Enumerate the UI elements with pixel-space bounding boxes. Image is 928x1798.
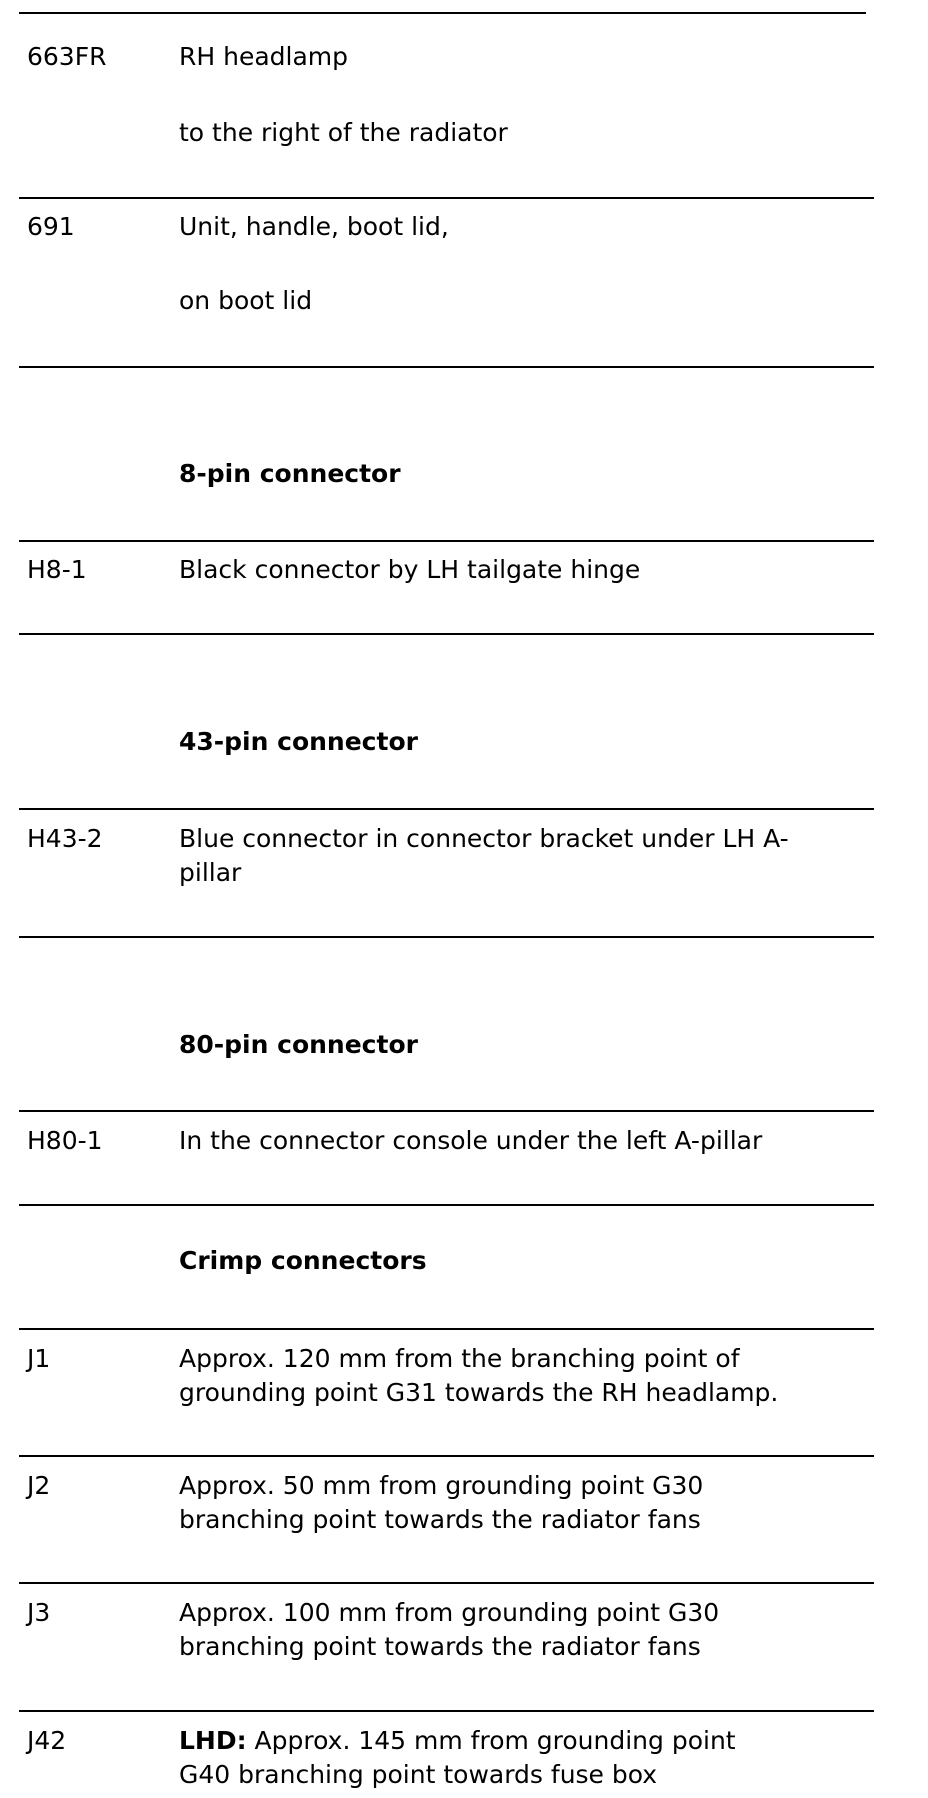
component-code: 663FR xyxy=(27,42,107,71)
table-rule xyxy=(19,1328,874,1330)
component-code: J3 xyxy=(27,1598,51,1627)
component-code: H8-1 xyxy=(27,555,87,584)
component-code: H80-1 xyxy=(27,1126,103,1155)
table-rule xyxy=(19,12,866,14)
table-rule xyxy=(19,936,874,938)
component-description: Approx. 50 mm from grounding point G30 xyxy=(179,1471,704,1500)
component-description: LHD: Approx. 145 mm from grounding point xyxy=(179,1724,736,1758)
component-description: RH headlamp xyxy=(179,42,349,71)
section-heading: 43-pin connector xyxy=(179,727,418,756)
section-heading: 8-pin connector xyxy=(179,459,401,488)
table-rule xyxy=(19,1455,874,1457)
component-code: J42 xyxy=(27,1726,67,1755)
component-description: In the connector console under the left … xyxy=(179,1126,763,1155)
table-rule xyxy=(19,366,874,368)
component-description: Unit, handle, boot lid, xyxy=(179,212,449,241)
component-description-cont: pillar xyxy=(179,858,242,887)
table-rule xyxy=(19,540,874,542)
component-code: J1 xyxy=(27,1344,51,1373)
component-description-cont: G40 branching point towards fuse box xyxy=(179,1760,658,1789)
component-description-cont: grounding point G31 towards the RH headl… xyxy=(179,1378,779,1407)
section-heading: 80-pin connector xyxy=(179,1030,418,1059)
component-description: Blue connector in connector bracket unde… xyxy=(179,824,789,853)
table-rule xyxy=(19,1582,874,1584)
table-rule xyxy=(19,1110,874,1112)
component-code: 691 xyxy=(27,212,75,241)
component-description: Approx. 100 mm from grounding point G30 xyxy=(179,1598,720,1627)
component-location: on boot lid xyxy=(179,286,313,315)
component-description-text: Approx. 145 mm from grounding point xyxy=(246,1726,736,1755)
lhd-prefix: LHD: xyxy=(179,1726,247,1755)
table-rule xyxy=(19,197,874,199)
table-rule xyxy=(19,1204,874,1206)
table-rule xyxy=(19,1710,874,1712)
table-rule xyxy=(19,633,874,635)
component-description-cont: branching point towards the radiator fan… xyxy=(179,1632,701,1661)
section-heading: Crimp connectors xyxy=(179,1246,427,1275)
component-location: to the right of the radiator xyxy=(179,118,508,147)
component-description-cont: branching point towards the radiator fan… xyxy=(179,1505,701,1534)
component-code: H43-2 xyxy=(27,824,103,853)
table-rule xyxy=(19,808,874,810)
component-description: Black connector by LH tailgate hinge xyxy=(179,555,641,584)
component-code: J2 xyxy=(27,1471,51,1500)
component-description: Approx. 120 mm from the branching point … xyxy=(179,1344,740,1373)
